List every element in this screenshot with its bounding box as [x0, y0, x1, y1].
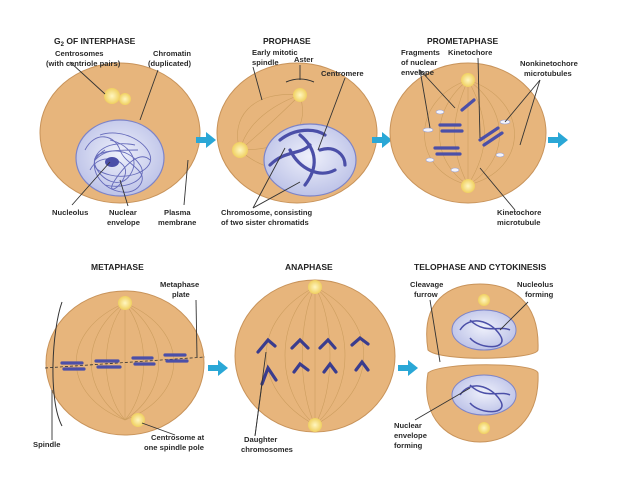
label-nuclear-envelope: Nuclear	[109, 208, 137, 217]
label-metaphase-plate: Metaphase	[160, 280, 199, 289]
label-cleavage-furrow: Cleavage	[410, 280, 443, 289]
nucleus	[452, 375, 516, 415]
arrow-icon	[398, 360, 418, 376]
label-metaphase-plate: plate	[172, 290, 190, 299]
label-centrosome-pole: Centrosome at	[151, 433, 205, 442]
label-envelope-forming: forming	[394, 441, 423, 450]
label-kinetochore-microtubule: Kinetochore	[497, 208, 541, 217]
label-nucleolus-forming: forming	[525, 290, 554, 299]
stage-title: PROMETAPHASE	[427, 36, 498, 46]
stage-prometaphase: PROMETAPHASE Fragments of	[390, 36, 578, 227]
label-kinetochore-microtubule: microtubule	[497, 218, 540, 227]
label-plasma-membrane: Plasma	[164, 208, 191, 217]
label-chromosome: of two sister chromatids	[221, 218, 309, 227]
label-fragments: envelope	[401, 68, 434, 77]
label-centrosomes: (with centriole pairs)	[46, 59, 121, 68]
arrow-icon	[548, 132, 568, 148]
label-nonkinetochore: Nonkinetochore	[520, 59, 578, 68]
label-chromosome: Chromosome, consisting	[221, 208, 312, 217]
label-chromatin: (duplicated)	[148, 59, 192, 68]
label-early-spindle: Early mitotic	[252, 48, 298, 57]
label-daughter-chromosomes: chromosomes	[241, 445, 293, 454]
stage-title: ANAPHASE	[285, 262, 333, 272]
label-chromatin: Chromatin	[153, 49, 191, 58]
label-nucleolus: Nucleolus	[52, 208, 88, 217]
label-plasma-membrane: membrane	[158, 218, 196, 227]
label-nonkinetochore: microtubules	[524, 69, 572, 78]
stage-title: METAPHASE	[91, 262, 144, 272]
label-centrosome-pole: one spindle pole	[144, 443, 204, 452]
stage-g2-interphase: G2 OF INTERPHASE Centrosomes (with centr…	[40, 36, 200, 227]
label-early-spindle: spindle	[252, 58, 279, 67]
stage-title: TELOPHASE AND CYTOKINESIS	[414, 262, 547, 272]
label-nucleolus-forming: Nucleolus	[517, 280, 553, 289]
stage-title: G2 OF INTERPHASE	[54, 36, 136, 48]
stage-anaphase: ANAPHASE Daughter chromosomes	[235, 262, 395, 454]
nucleus	[452, 310, 516, 350]
label-envelope-forming: Nuclear	[394, 421, 422, 430]
arrow-icon	[208, 360, 228, 376]
label-daughter-chromosomes: Daughter	[244, 435, 277, 444]
label-nuclear-envelope: envelope	[107, 218, 140, 227]
label-aster: Aster	[294, 55, 313, 64]
label-cleavage-furrow: furrow	[414, 290, 438, 299]
label-kinetochore: Kinetochore	[448, 48, 492, 57]
label-fragments: of nuclear	[401, 58, 437, 67]
label-centrosomes: Centrosomes	[55, 49, 104, 58]
label-envelope-forming: envelope	[394, 431, 427, 440]
stage-telophase: TELOPHASE AND CYTOKINESIS Cleavage furro…	[394, 262, 554, 450]
label-centromere: Centromere	[321, 69, 364, 78]
stage-metaphase: METAPHASE Metaphase plate Spindle Centro…	[33, 262, 205, 452]
label-fragments: Fragments	[401, 48, 440, 57]
stage-prophase: PROPHASE Early mitotic spindle Aster Cen…	[217, 36, 377, 227]
label-spindle: Spindle	[33, 440, 60, 449]
stage-title: PROPHASE	[263, 36, 311, 46]
